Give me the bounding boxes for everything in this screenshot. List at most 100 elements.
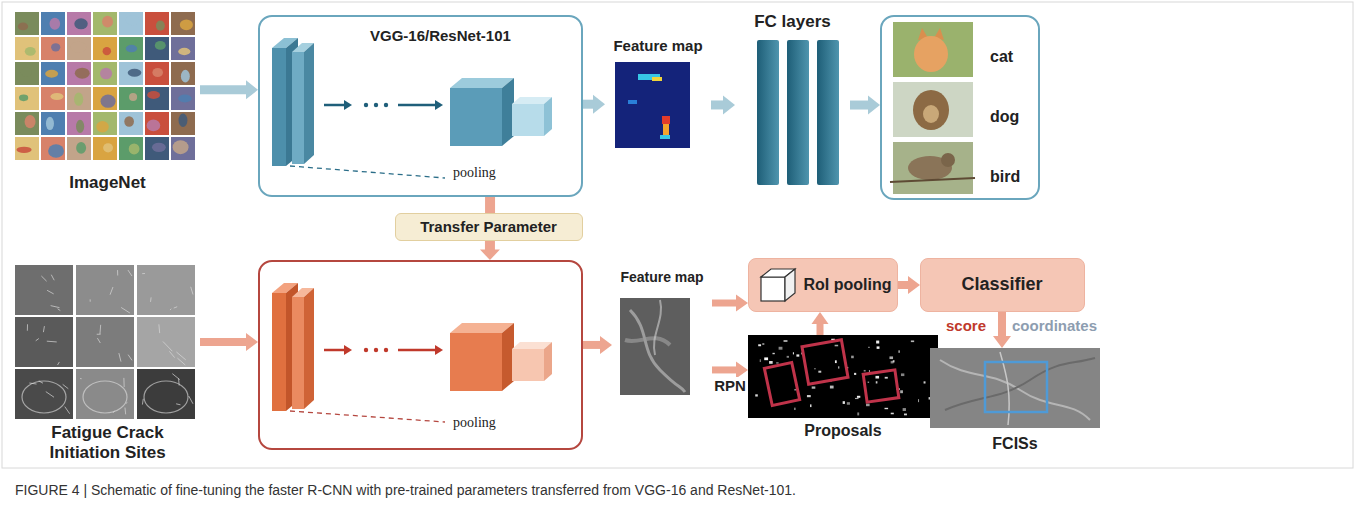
imagenet-grid <box>67 37 91 60</box>
sem-grid <box>58 362 60 365</box>
flow-arrow <box>485 197 495 214</box>
proposals-image <box>899 350 900 352</box>
proposals-image <box>918 399 919 402</box>
flow-arrow <box>583 336 612 354</box>
node-label: ImageNet <box>69 173 146 193</box>
figure-frame <box>2 2 1353 468</box>
proposals-image <box>802 340 848 384</box>
imagenet-grid <box>124 116 134 127</box>
heatmap-feature-map <box>615 62 690 148</box>
gray-feature-map <box>620 298 690 395</box>
imagenet-grid <box>128 69 142 77</box>
sem-grid <box>47 290 54 294</box>
sem-grid <box>150 297 152 302</box>
imagenet-grid <box>15 87 39 110</box>
sem-grid <box>65 407 70 414</box>
cnn-backbone-illustration <box>435 100 443 110</box>
imagenet-grid <box>171 37 195 60</box>
sem-grid <box>80 378 82 379</box>
flow-arrow <box>908 276 920 294</box>
proposals-image <box>875 376 879 379</box>
sem-grid <box>137 317 195 367</box>
fc-layer-bars <box>757 40 779 185</box>
proposals-image <box>818 371 821 373</box>
proposals-image <box>868 347 869 348</box>
proposals-image <box>764 363 799 406</box>
cnn-finetune-illustration <box>512 349 544 381</box>
sem-grid <box>97 338 100 343</box>
imagenet-grid <box>119 87 143 110</box>
imagenet-grid <box>101 95 116 108</box>
cnn-backbone-illustration <box>344 100 352 110</box>
imagenet-grid <box>76 142 86 154</box>
cnn-finetune-illustration <box>398 349 436 352</box>
imagenet-grid <box>15 12 39 35</box>
flow-arrow <box>712 300 737 307</box>
proposals-image <box>911 340 914 342</box>
imagenet-grid <box>145 37 169 60</box>
fcis-result-image <box>930 348 1100 428</box>
sem-grid <box>144 381 188 413</box>
imagenet-grid <box>180 20 193 31</box>
heatmap-feature-map <box>615 62 690 148</box>
sem-grid <box>169 351 174 357</box>
proposals-image <box>885 408 889 409</box>
imagenet-grid <box>48 144 64 158</box>
cnn-backbone-illustration <box>272 38 552 178</box>
sem-grid <box>142 273 145 274</box>
proposals-image <box>762 343 764 345</box>
heatmap-feature-map <box>660 135 670 139</box>
cnn-finetune-illustration <box>324 349 346 352</box>
imagenet-grid <box>103 47 111 55</box>
imagenet-grid <box>119 112 143 135</box>
proposals-image <box>876 381 878 383</box>
imagenet-grid <box>152 68 163 77</box>
imagenet-grid <box>25 47 36 56</box>
class-example-images <box>913 90 949 130</box>
proposals-image <box>835 345 839 347</box>
finetune-network-box: pooling <box>258 260 583 450</box>
sem-grid <box>58 309 61 311</box>
imagenet-grid <box>41 87 65 110</box>
cnn-backbone-illustration <box>398 104 436 107</box>
cnn-backbone-illustration <box>324 104 346 107</box>
sem-grid <box>15 265 73 315</box>
proposals-image <box>794 408 795 410</box>
imagenet-grid <box>15 12 195 160</box>
flow-arrow <box>812 312 829 324</box>
imagenet-grid <box>181 70 190 83</box>
cnn-backbone-illustration <box>384 103 388 107</box>
flow-arrow <box>200 80 258 99</box>
flow-arrow <box>246 80 258 99</box>
sem-grid <box>174 307 177 308</box>
flow-arrow <box>898 281 909 289</box>
imagenet-grid <box>75 68 90 79</box>
flow-arrow <box>993 312 1011 348</box>
proposals-image <box>924 381 926 383</box>
heatmap-feature-map <box>652 77 662 81</box>
proposals-image <box>758 344 761 346</box>
heatmap-feature-map <box>663 124 669 135</box>
proposals-image <box>868 382 869 383</box>
imagenet-grid <box>71 42 86 52</box>
imagenet-grid <box>93 62 117 85</box>
imagenet-grid <box>147 91 160 99</box>
proposals-image <box>772 353 774 354</box>
flow-arrow <box>711 95 735 114</box>
sem-grid <box>177 358 185 365</box>
proposals-image <box>843 401 845 404</box>
imagenet-grid <box>15 112 39 135</box>
edge-label: RPN <box>712 377 748 395</box>
imagenet-grid <box>119 12 143 35</box>
imagenet-grid <box>21 67 32 76</box>
proposals-image <box>838 366 839 368</box>
fcis-result-image <box>940 360 1090 420</box>
cube-icon <box>785 269 795 301</box>
imagenet-grid <box>15 62 39 85</box>
imagenet-grid <box>41 137 65 160</box>
sem-grid <box>83 381 127 413</box>
proposals-image <box>857 396 860 398</box>
imagenet-grid <box>67 87 91 110</box>
cnn-finetune-illustration <box>450 333 502 391</box>
